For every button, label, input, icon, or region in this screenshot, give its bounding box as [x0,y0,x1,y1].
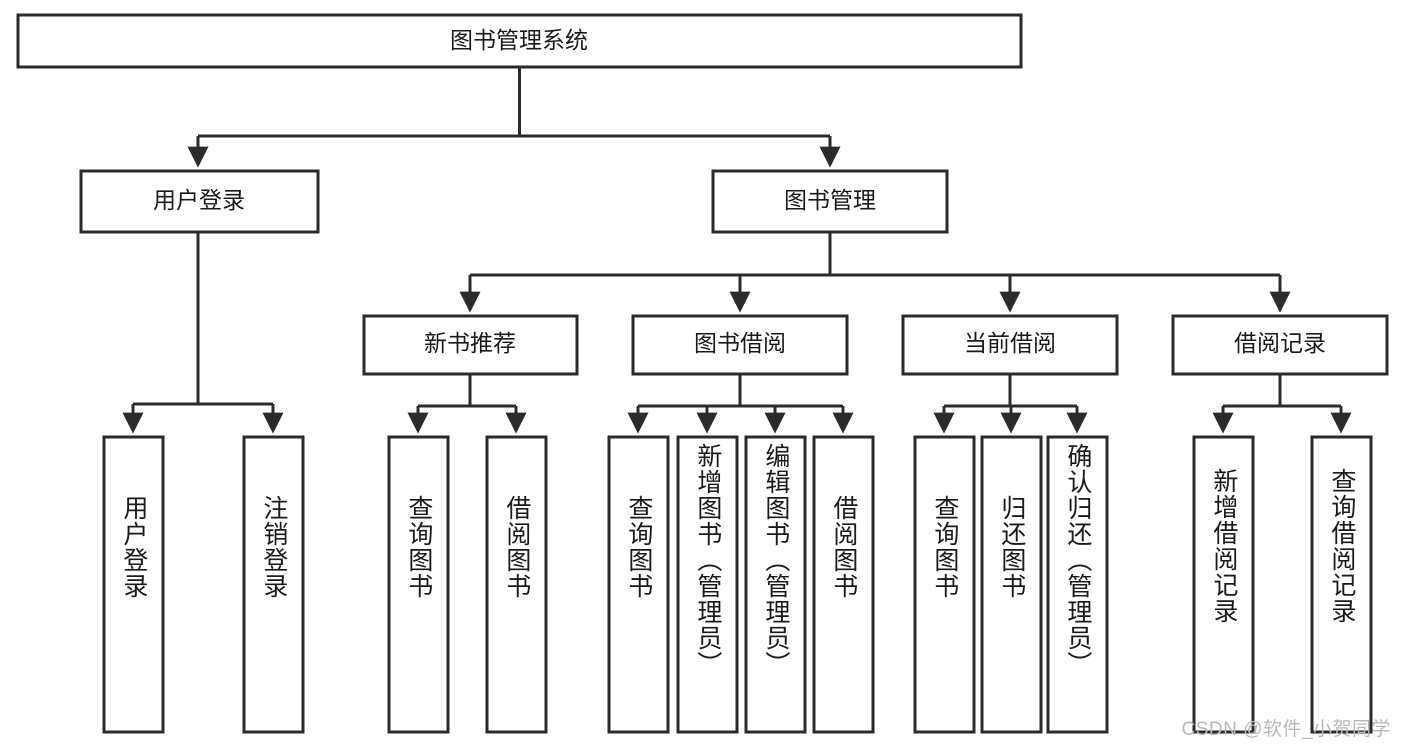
node-borrow-record-label: 借阅记录 [1234,330,1326,356]
node-book-manage[interactable]: 图书管理 [711,169,949,234]
node-leaf-query-book-2-box[interactable] [607,435,670,734]
node-user-login-box[interactable] [79,169,320,234]
node-leaf-edit-book-box[interactable] [744,435,807,734]
node-leaf-query-book-3-box[interactable] [913,435,976,734]
node-new-book-rec[interactable]: 新书推荐 [362,314,579,376]
node-leaf-return-book-box[interactable] [980,435,1043,734]
node-current-borrow[interactable]: 当前借阅 [901,314,1119,376]
node-leaf-confirm-return-box[interactable] [1046,435,1109,734]
node-root-box[interactable] [16,13,1023,69]
node-user-login-label: 用户登录 [153,187,245,213]
node-book-borrow-label: 图书借阅 [694,330,786,356]
node-leaf-query-book-1-box[interactable] [387,435,450,734]
node-current-borrow-box[interactable] [901,314,1119,376]
node-leaf-add-book-box[interactable] [676,435,739,734]
node-leaf-add-record-box[interactable] [1192,435,1255,734]
node-borrow-record-box[interactable] [1171,314,1389,376]
node-user-login[interactable]: 用户登录 [79,169,320,234]
watermark-text: CSDN @软件_小贺同学 [1181,719,1391,740]
node-leaf-user-logout-box[interactable] [242,435,305,734]
node-borrow-record[interactable]: 借阅记录 [1171,314,1389,376]
node-leaf-borrow-book-2-box[interactable] [812,435,875,734]
node-leaf-user-login-box[interactable] [102,435,165,734]
node-book-borrow-box[interactable] [631,314,849,376]
node-root-label: 图书管理系统 [450,27,588,53]
node-current-borrow-label: 当前借阅 [964,330,1056,356]
node-new-book-rec-label: 新书推荐 [424,330,516,356]
node-book-manage-label: 图书管理 [784,187,876,213]
node-book-borrow[interactable]: 图书借阅 [631,314,849,376]
node-new-book-rec-box[interactable] [362,314,579,376]
node-root[interactable]: 图书管理系统 [16,13,1023,69]
node-leaf-borrow-book-1-box[interactable] [485,435,548,734]
node-leaf-query-record-box[interactable] [1310,435,1373,734]
node-book-manage-box[interactable] [711,169,949,234]
